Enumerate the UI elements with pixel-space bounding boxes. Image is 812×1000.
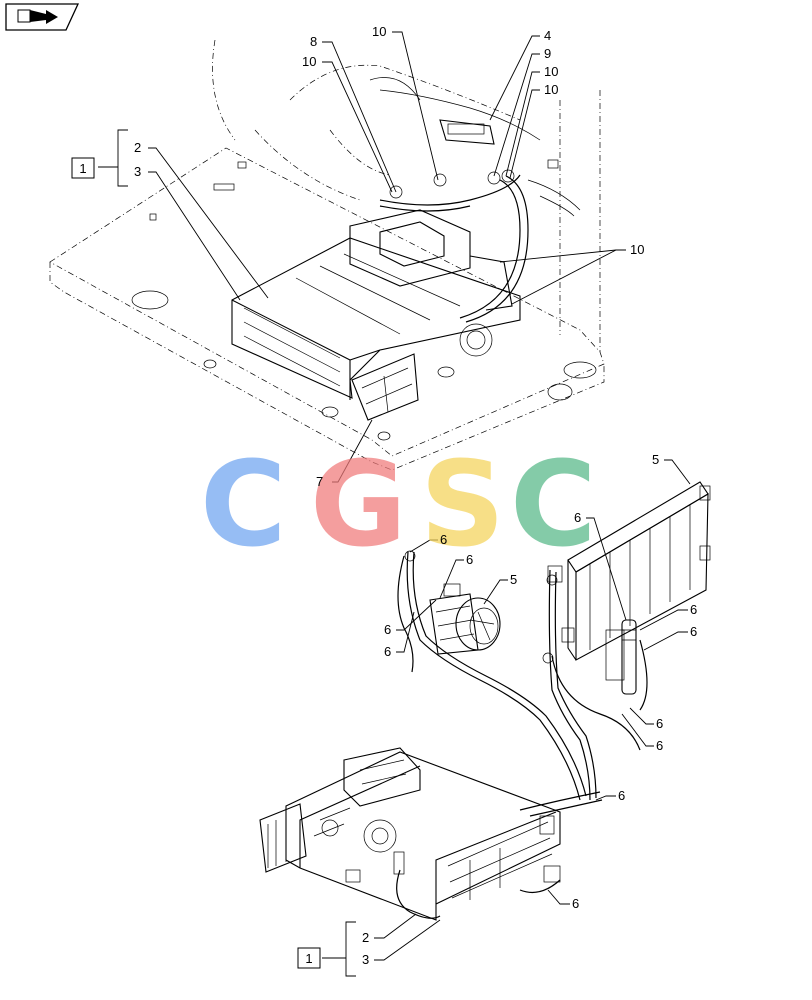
- callout-3-bottom[interactable]: 3: [362, 952, 369, 967]
- callout-4[interactable]: 4: [544, 28, 551, 43]
- callout-1-top[interactable]: 1: [79, 161, 86, 176]
- callout-1-bottom[interactable]: 1: [305, 951, 312, 966]
- watermark-letter: C: [510, 435, 597, 573]
- watermark-letter: G: [310, 435, 407, 573]
- callout-3-top[interactable]: 3: [134, 164, 141, 179]
- callout-6[interactable]: 6: [466, 552, 473, 567]
- watermark: C G S C: [200, 435, 597, 573]
- callout-10[interactable]: 10: [544, 64, 558, 79]
- callout-6[interactable]: 6: [440, 532, 447, 547]
- callout-6[interactable]: 6: [574, 510, 581, 525]
- next-arrow-icon[interactable]: [5, 3, 80, 31]
- callout-10[interactable]: 10: [630, 242, 644, 257]
- watermark-letter: C: [200, 435, 287, 573]
- callout-10[interactable]: 10: [302, 54, 316, 69]
- leader-lines: [98, 31, 691, 977]
- callout-6[interactable]: 6: [572, 896, 579, 911]
- callout-10[interactable]: 10: [372, 24, 386, 39]
- callout-6[interactable]: 6: [618, 788, 625, 803]
- callout-6[interactable]: 6: [384, 644, 391, 659]
- receiver-drier: [605, 619, 637, 695]
- callout-2-top[interactable]: 2: [134, 140, 141, 155]
- callout-5-compressor[interactable]: 5: [510, 572, 517, 587]
- callout-2-bottom[interactable]: 2: [362, 930, 369, 945]
- bottom-hvac-housing: [259, 747, 561, 921]
- callout-6[interactable]: 6: [690, 624, 697, 639]
- callout-9[interactable]: 9: [544, 46, 551, 61]
- refrigerant-hoses: [396, 550, 648, 919]
- compressor: [429, 583, 501, 655]
- callout-7[interactable]: 7: [316, 474, 323, 489]
- callout-6[interactable]: 6: [656, 716, 663, 731]
- callout-6[interactable]: 6: [384, 622, 391, 637]
- callout-10[interactable]: 10: [544, 82, 558, 97]
- cab-floor-plate: [49, 39, 605, 471]
- callout-8[interactable]: 8: [310, 34, 317, 49]
- callout-6[interactable]: 6: [656, 738, 663, 753]
- callouts: 1 2 3 8 10 10 4 9 10 10 10 7 5 5 6 6 6 6…: [71, 24, 697, 969]
- watermark-letter: S: [420, 435, 505, 573]
- callout-6[interactable]: 6: [690, 602, 697, 617]
- condenser: [547, 481, 711, 661]
- callout-5-condenser[interactable]: 5: [652, 452, 659, 467]
- top-hvac-housing: [231, 77, 581, 421]
